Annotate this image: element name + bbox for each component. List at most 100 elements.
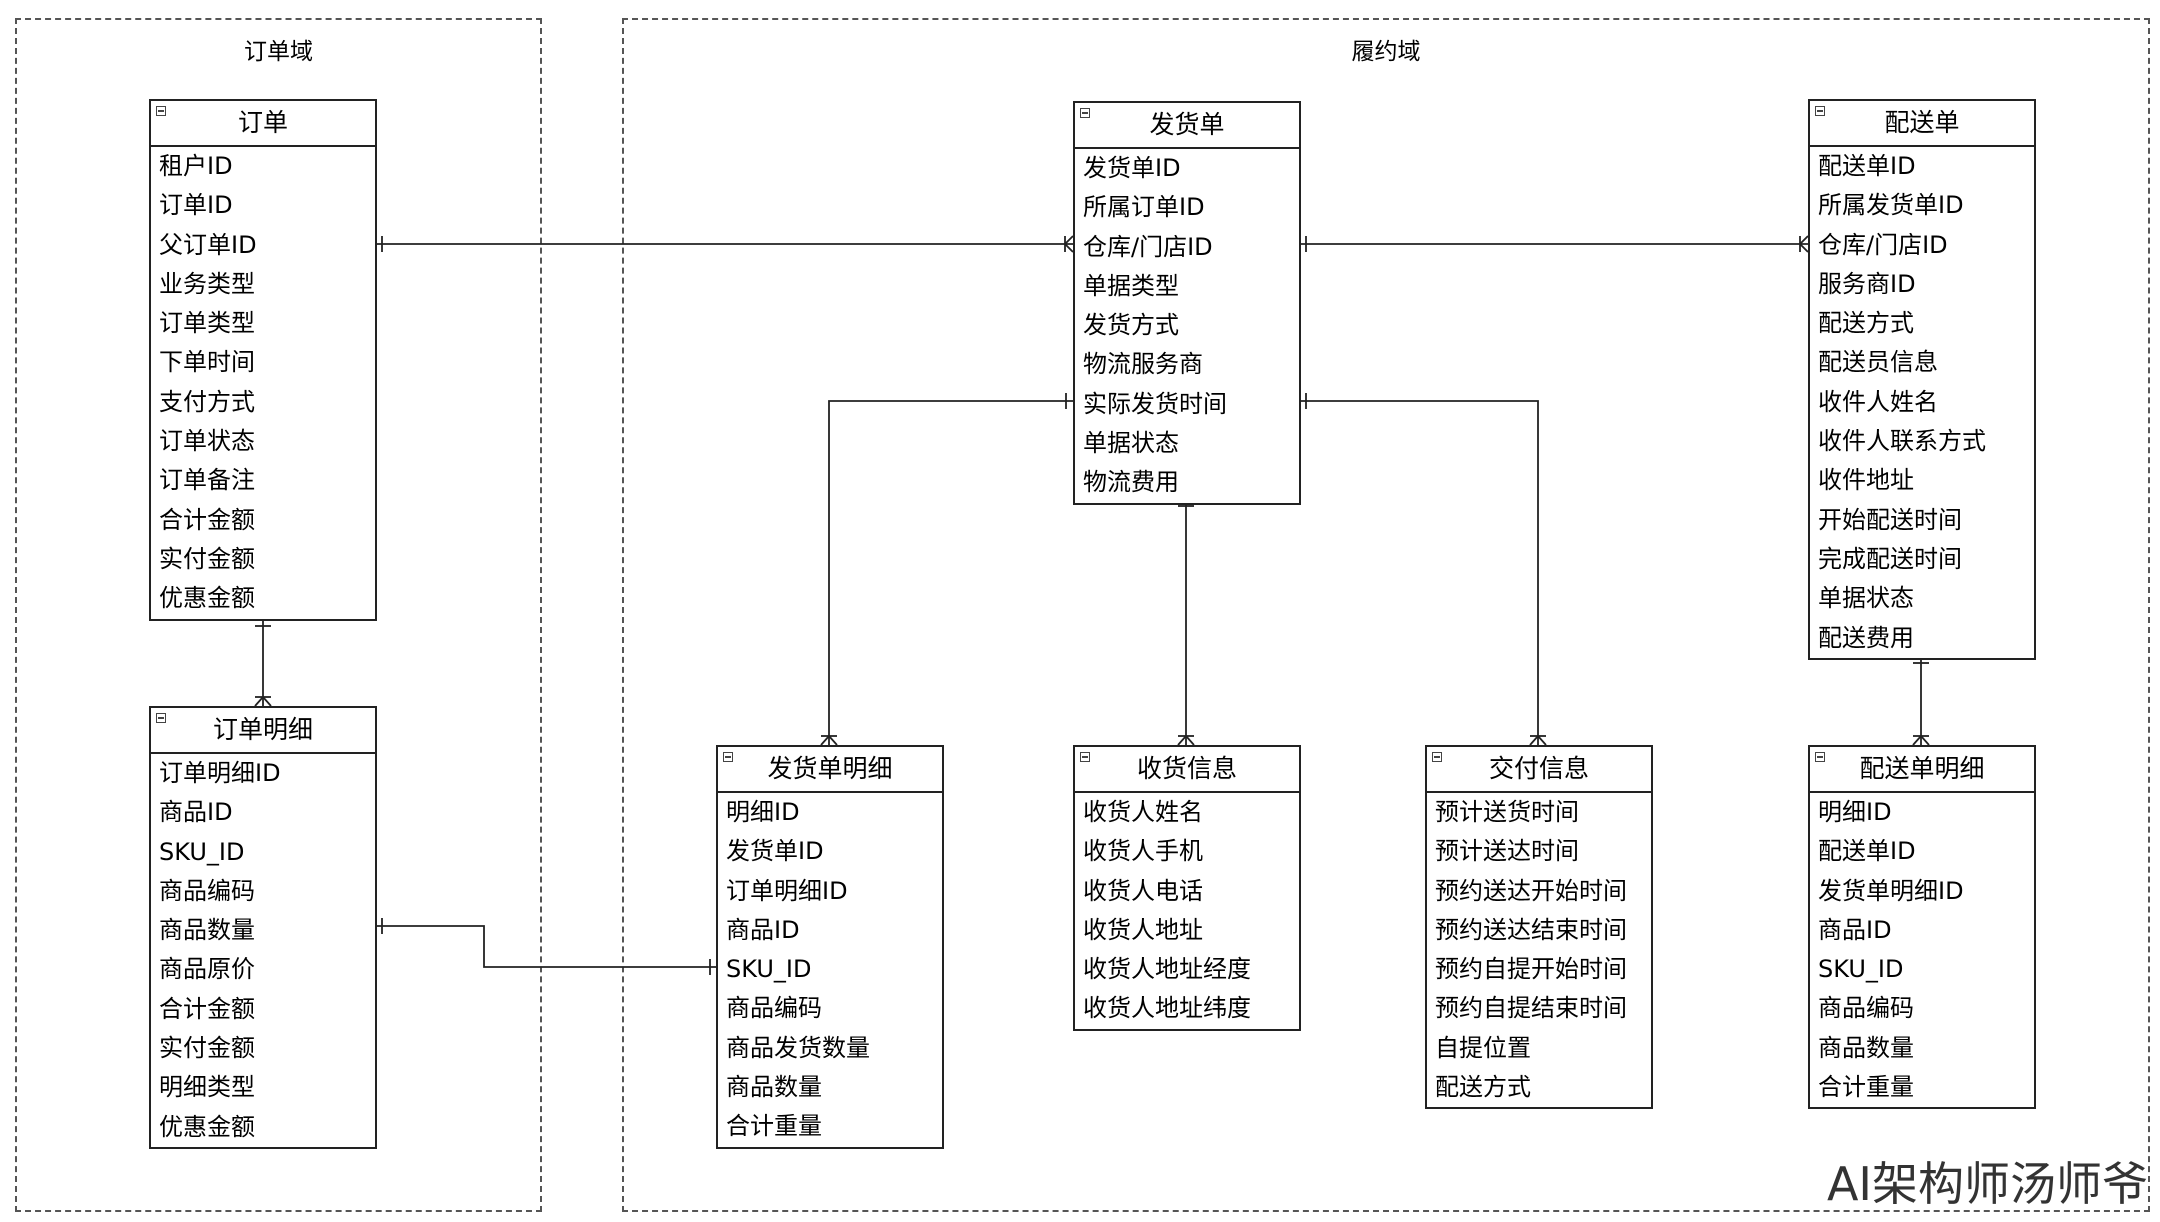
entity-delivery-detail[interactable]: 配送单明细 明细ID 配送单ID 发货单明细ID 商品ID SKU_ID 商品编… (1808, 745, 2036, 1110)
field-row: 发货单明细ID (1818, 876, 1964, 905)
order-domain-box: 订单域 (15, 18, 542, 1212)
fulfillment-domain-title: 履约域 (1351, 39, 1421, 65)
field-row: 配送单ID (1818, 837, 1916, 866)
entity-delivery[interactable]: 配送单 配送单ID 所属发货单ID 仓库/门店ID 服务商ID 配送方式 配送员… (1808, 99, 2036, 660)
field-row: 实付金额 (159, 1034, 255, 1063)
field-row: 商品数量 (1818, 1033, 1914, 1062)
entity-shipment-detail[interactable]: 发货单明细 明细ID 发货单ID 订单明细ID 商品ID SKU_ID 商品编码… (716, 745, 944, 1149)
field-row: 配送方式 (1818, 309, 1914, 338)
field-row: 配送员信息 (1818, 348, 1938, 377)
field-row: 预约自提开始时间 (1435, 955, 1627, 984)
edge-order-detail-shipment-detail (377, 925, 716, 968)
field-row: 明细ID (726, 798, 800, 826)
fulfillment-domain-box: 履约域 (622, 18, 2150, 1212)
field-row: 租户ID (159, 152, 233, 180)
field-row: 预约自提结束时间 (1435, 994, 1627, 1023)
field-row: 合计金额 (159, 505, 255, 534)
field-row: 商品编码 (1818, 994, 1914, 1023)
entity-title: 收货信息 (1136, 754, 1237, 783)
field-row: 商品编码 (159, 876, 255, 905)
field-row: 收货人电话 (1083, 876, 1203, 905)
field-row: 商品数量 (159, 916, 255, 945)
edge-shipment-shipment-detail (828, 400, 1073, 745)
field-row: 所属发货单ID (1818, 191, 1964, 220)
field-row: 物流服务商 (1083, 350, 1203, 379)
field-row: 预约送达开始时间 (1435, 876, 1627, 905)
entity-shipment[interactable]: 发货单 发货单ID 所属订单ID 仓库/门店ID 单据类型 发货方式 物流服务商… (1073, 101, 1301, 505)
field-row: 完成配送时间 (1818, 544, 1962, 573)
collapse-icon[interactable] (1080, 752, 1090, 762)
field-row: 明细ID (1818, 798, 1892, 826)
collapse-icon[interactable] (1432, 752, 1442, 762)
collapse-icon[interactable] (156, 713, 166, 723)
field-row: 业务类型 (159, 269, 255, 298)
field-row: 单据状态 (1083, 429, 1179, 458)
collapse-icon[interactable] (1815, 106, 1825, 116)
edge-shipment-delivery-info (1301, 400, 1539, 745)
field-row: 单据类型 (1083, 271, 1179, 300)
entity-order-detail[interactable]: 订单明细 订单明细ID 商品ID SKU_ID 商品编码 商品数量 商品原价 合… (149, 706, 377, 1149)
field-row: 物流费用 (1083, 468, 1179, 497)
field-row: 收件人联系方式 (1818, 427, 1986, 456)
field-row: 仓库/门店ID (1818, 230, 1948, 259)
field-row: 配送费用 (1818, 623, 1914, 652)
field-row: 商品ID (159, 798, 233, 827)
entity-title: 配送单 (1884, 108, 1960, 137)
field-row: SKU_ID (159, 837, 245, 866)
entity-receiver[interactable]: 收货信息 收货人姓名 收货人手机 收货人电话 收货人地址 收货人地址经度 收货人… (1073, 745, 1301, 1031)
field-row: 收货人地址 (1083, 915, 1203, 944)
collapse-icon[interactable] (723, 752, 733, 762)
field-row: 发货单ID (1083, 154, 1181, 182)
field-row: 商品ID (1818, 915, 1892, 944)
entity-order[interactable]: 订单 租户ID 订单ID 父订单ID 业务类型 订单类型 下单时间 支付方式 订… (149, 99, 377, 621)
field-row: 发货方式 (1083, 311, 1179, 340)
entity-title: 发货单明细 (767, 754, 893, 783)
field-row: 订单明细ID (159, 759, 281, 787)
field-row: 父订单ID (159, 230, 257, 259)
field-row: 合计金额 (159, 994, 255, 1023)
field-row: 收货人手机 (1083, 837, 1203, 866)
field-row: 合计重量 (726, 1112, 822, 1141)
collapse-icon[interactable] (156, 106, 166, 116)
field-row: 商品原价 (159, 955, 255, 984)
field-row: 收货人地址经度 (1083, 955, 1251, 984)
field-row: 自提位置 (1435, 1033, 1531, 1062)
field-row: SKU_ID (726, 955, 812, 984)
field-row: SKU_ID (1818, 955, 1904, 984)
field-row: 订单ID (159, 191, 233, 220)
field-row: 优惠金额 (159, 1112, 255, 1141)
field-row: 商品数量 (726, 1073, 822, 1102)
field-row: 收货人地址纬度 (1083, 994, 1251, 1023)
field-row: 支付方式 (159, 387, 255, 416)
collapse-icon[interactable] (1815, 752, 1825, 762)
field-row: 实际发货时间 (1083, 389, 1227, 418)
order-domain-title: 订单域 (244, 39, 313, 65)
field-row: 配送单ID (1818, 152, 1916, 180)
field-row: 订单状态 (159, 427, 255, 456)
entity-delivery-info[interactable]: 交付信息 预计送货时间 预计送达时间 预约送达开始时间 预约送达结束时间 预约自… (1425, 745, 1653, 1110)
field-row: 配送方式 (1435, 1073, 1531, 1102)
field-row: 预计送货时间 (1435, 798, 1579, 826)
watermark: AI架构师汤师爷 (1826, 1157, 2148, 1211)
field-row: 仓库/门店ID (1083, 232, 1213, 261)
field-row: 明细类型 (159, 1073, 255, 1102)
field-row: 发货单ID (726, 837, 824, 866)
entity-title: 发货单 (1149, 110, 1225, 139)
field-row: 订单明细ID (726, 876, 848, 905)
field-row: 商品发货数量 (726, 1033, 870, 1062)
entity-title: 订单 (237, 108, 288, 137)
field-row: 单据状态 (1818, 584, 1914, 613)
field-row: 收件人姓名 (1818, 387, 1938, 416)
field-row: 商品ID (726, 915, 800, 944)
entity-title: 交付信息 (1488, 754, 1589, 783)
field-row: 预约送达结束时间 (1435, 915, 1627, 944)
entity-title: 订单明细 (212, 715, 313, 744)
field-row: 预计送达时间 (1435, 837, 1579, 866)
field-row: 实付金额 (159, 544, 255, 573)
collapse-icon[interactable] (1080, 108, 1090, 118)
field-row: 所属订单ID (1083, 193, 1205, 222)
field-row: 收货人姓名 (1083, 798, 1203, 826)
field-row: 开始配送时间 (1818, 505, 1962, 534)
